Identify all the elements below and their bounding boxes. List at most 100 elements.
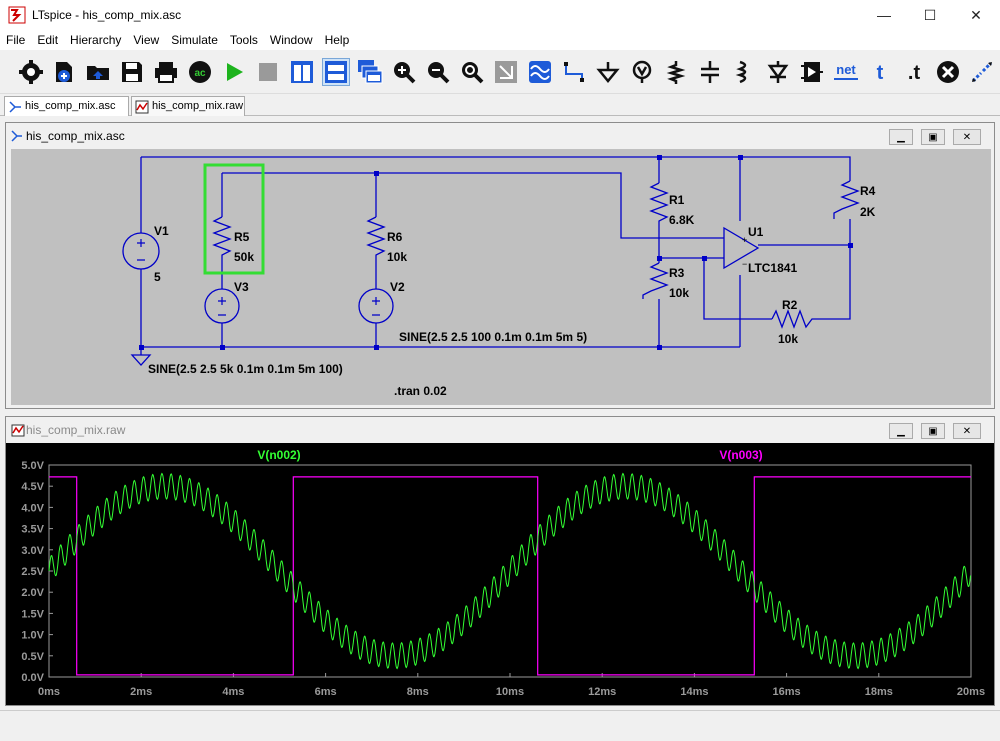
r6-value: 10k [387,250,407,264]
y-tick-label: 0.5V [21,651,44,663]
r1-value: 6.8K [669,213,695,227]
y-tick-label: 2.5V [21,566,44,578]
svg-text:net: net [836,62,856,77]
r4-label: R4 [860,184,876,198]
tile-vertical-icon[interactable] [288,58,316,86]
gear-icon[interactable] [17,58,45,86]
r5-label: R5 [234,230,250,244]
text-icon[interactable]: t [866,58,894,86]
diode-icon[interactable] [764,58,792,86]
autorange-icon[interactable] [526,58,554,86]
v1-label: V1 [154,224,169,238]
tab-schematic[interactable]: his_comp_mix.asc [4,96,129,116]
waveform-close-button[interactable]: ✕ [953,423,981,439]
x-tick-label: 16ms [773,686,801,698]
menu-simulate[interactable]: Simulate [171,33,218,47]
y-tick-label: 0.0V [21,672,44,684]
waveform-title: his_comp_mix.raw [26,423,126,437]
ground-icon[interactable] [594,58,622,86]
menu-edit[interactable]: Edit [37,33,59,47]
waveform-restore-button[interactable]: ▣ [921,423,945,439]
v3-label: V3 [234,280,249,294]
move-icon[interactable] [968,58,996,86]
series-v-n003 [49,476,971,676]
y-tick-label: 4.0V [21,502,44,514]
v2-sine-directive: SINE(2.5 2.5 100 0.1m 0.1m 5m 5) [399,330,587,344]
y-tick-label: 1.0V [21,630,44,642]
menu-hierarchy[interactable]: Hierarchy [70,33,122,47]
menu-help[interactable]: Help [324,33,350,47]
delete-icon[interactable] [934,58,962,86]
open-icon[interactable] [84,58,112,86]
menu-tools[interactable]: Tools [229,33,258,47]
close-button[interactable]: ✕ [970,6,982,23]
schematic-close-button[interactable]: ✕ [953,129,981,145]
r4-value: 2K [860,205,876,219]
title-bar: LTspice - his_comp_mix.asc — ☐ ✕ [0,0,1000,30]
tran-directive: .tran 0.02 [394,384,447,398]
y-tick-label: 1.5V [21,608,44,620]
x-tick-label: 0ms [38,686,60,698]
zoom-in-icon[interactable] [390,58,418,86]
r5-value: 50k [234,250,254,264]
y-tick-label: 3.5V [21,524,44,536]
label-icon[interactable] [628,58,656,86]
status-bar [0,710,1000,741]
x-tick-label: 4ms [222,686,244,698]
spice-net-icon[interactable]: net [832,58,860,86]
tab-label: his_comp_mix.raw [152,100,244,112]
tile-horizontal-icon[interactable] [322,58,350,86]
svg-text:−: − [742,259,747,269]
r3-label: R3 [669,266,685,280]
tab-label: his_comp_mix.asc [25,100,116,112]
wire-icon[interactable] [560,58,588,86]
x-tick-label: 2ms [130,686,152,698]
waveform-icon [135,100,149,114]
menu-window[interactable]: Window [269,33,313,47]
u1-value: LTC1841 [748,261,797,275]
waveform-plot[interactable]: 0.0V 0.5V 1.0V 1.5V 2.0V 2.5V 3.0V 3.5V 4.0V 4.5V… [6,443,994,705]
svg-text:t: t [877,62,884,84]
new-schematic-icon[interactable] [50,58,78,86]
zoom-out-icon[interactable] [424,58,452,86]
print-icon[interactable] [152,58,180,86]
halt-icon[interactable] [254,58,282,86]
menu-file[interactable]: File [6,33,26,47]
r6-label: R6 [387,230,403,244]
v2-label: V2 [390,280,405,294]
schematic-icon [11,130,22,142]
v1-value: 5 [154,270,161,284]
run-icon[interactable] [220,58,248,86]
series-v-n002 [48,472,971,670]
capacitor-icon[interactable] [696,58,724,86]
menu-bar: File Edit Hierarchy View Simulate Tools … [0,30,1000,50]
x-tick-label: 10ms [496,686,524,698]
schematic-minimize-button[interactable]: ▁ [889,129,913,145]
resistor-icon[interactable] [662,58,690,86]
r3-value: 10k [669,286,689,300]
minimize-button[interactable]: — [877,7,891,23]
spice-directive-icon[interactable]: .t [900,58,928,86]
legend-v-n003: V(n003) [719,448,762,462]
schematic-canvas[interactable]: V1 5 R5 50k V3 R6 10k V2 R1 6.8K R3 10k … [11,149,991,405]
x-tick-label: 8ms [407,686,429,698]
menu-view[interactable]: View [133,33,160,47]
save-icon[interactable] [118,58,146,86]
zoom-fit-icon[interactable] [458,58,486,86]
y-tick-label: 3.0V [21,545,44,557]
y-tick-label: 2.0V [21,587,44,599]
v3-sine-directive: SINE(2.5 2.5 5k 0.1m 0.1m 5m 100) [148,362,343,376]
ac-icon[interactable]: ac [186,58,214,86]
tab-waveform[interactable]: his_comp_mix.raw [131,96,245,116]
inductor-icon[interactable] [730,58,758,86]
schematic-restore-button[interactable]: ▣ [921,129,945,145]
component-icon[interactable] [798,58,826,86]
waveform-minimize-button[interactable]: ▁ [889,423,913,439]
r2-value: 10k [778,332,798,346]
zoom-back-icon[interactable] [492,58,520,86]
cascade-icon[interactable] [356,58,384,86]
schematic-titlebar: his_comp_mix.asc ▁ ▣ ✕ [6,123,994,149]
y-tick-label: 4.5V [21,481,44,493]
maximize-button[interactable]: ☐ [923,6,937,23]
schematic-window: his_comp_mix.asc ▁ ▣ ✕ [5,122,995,409]
